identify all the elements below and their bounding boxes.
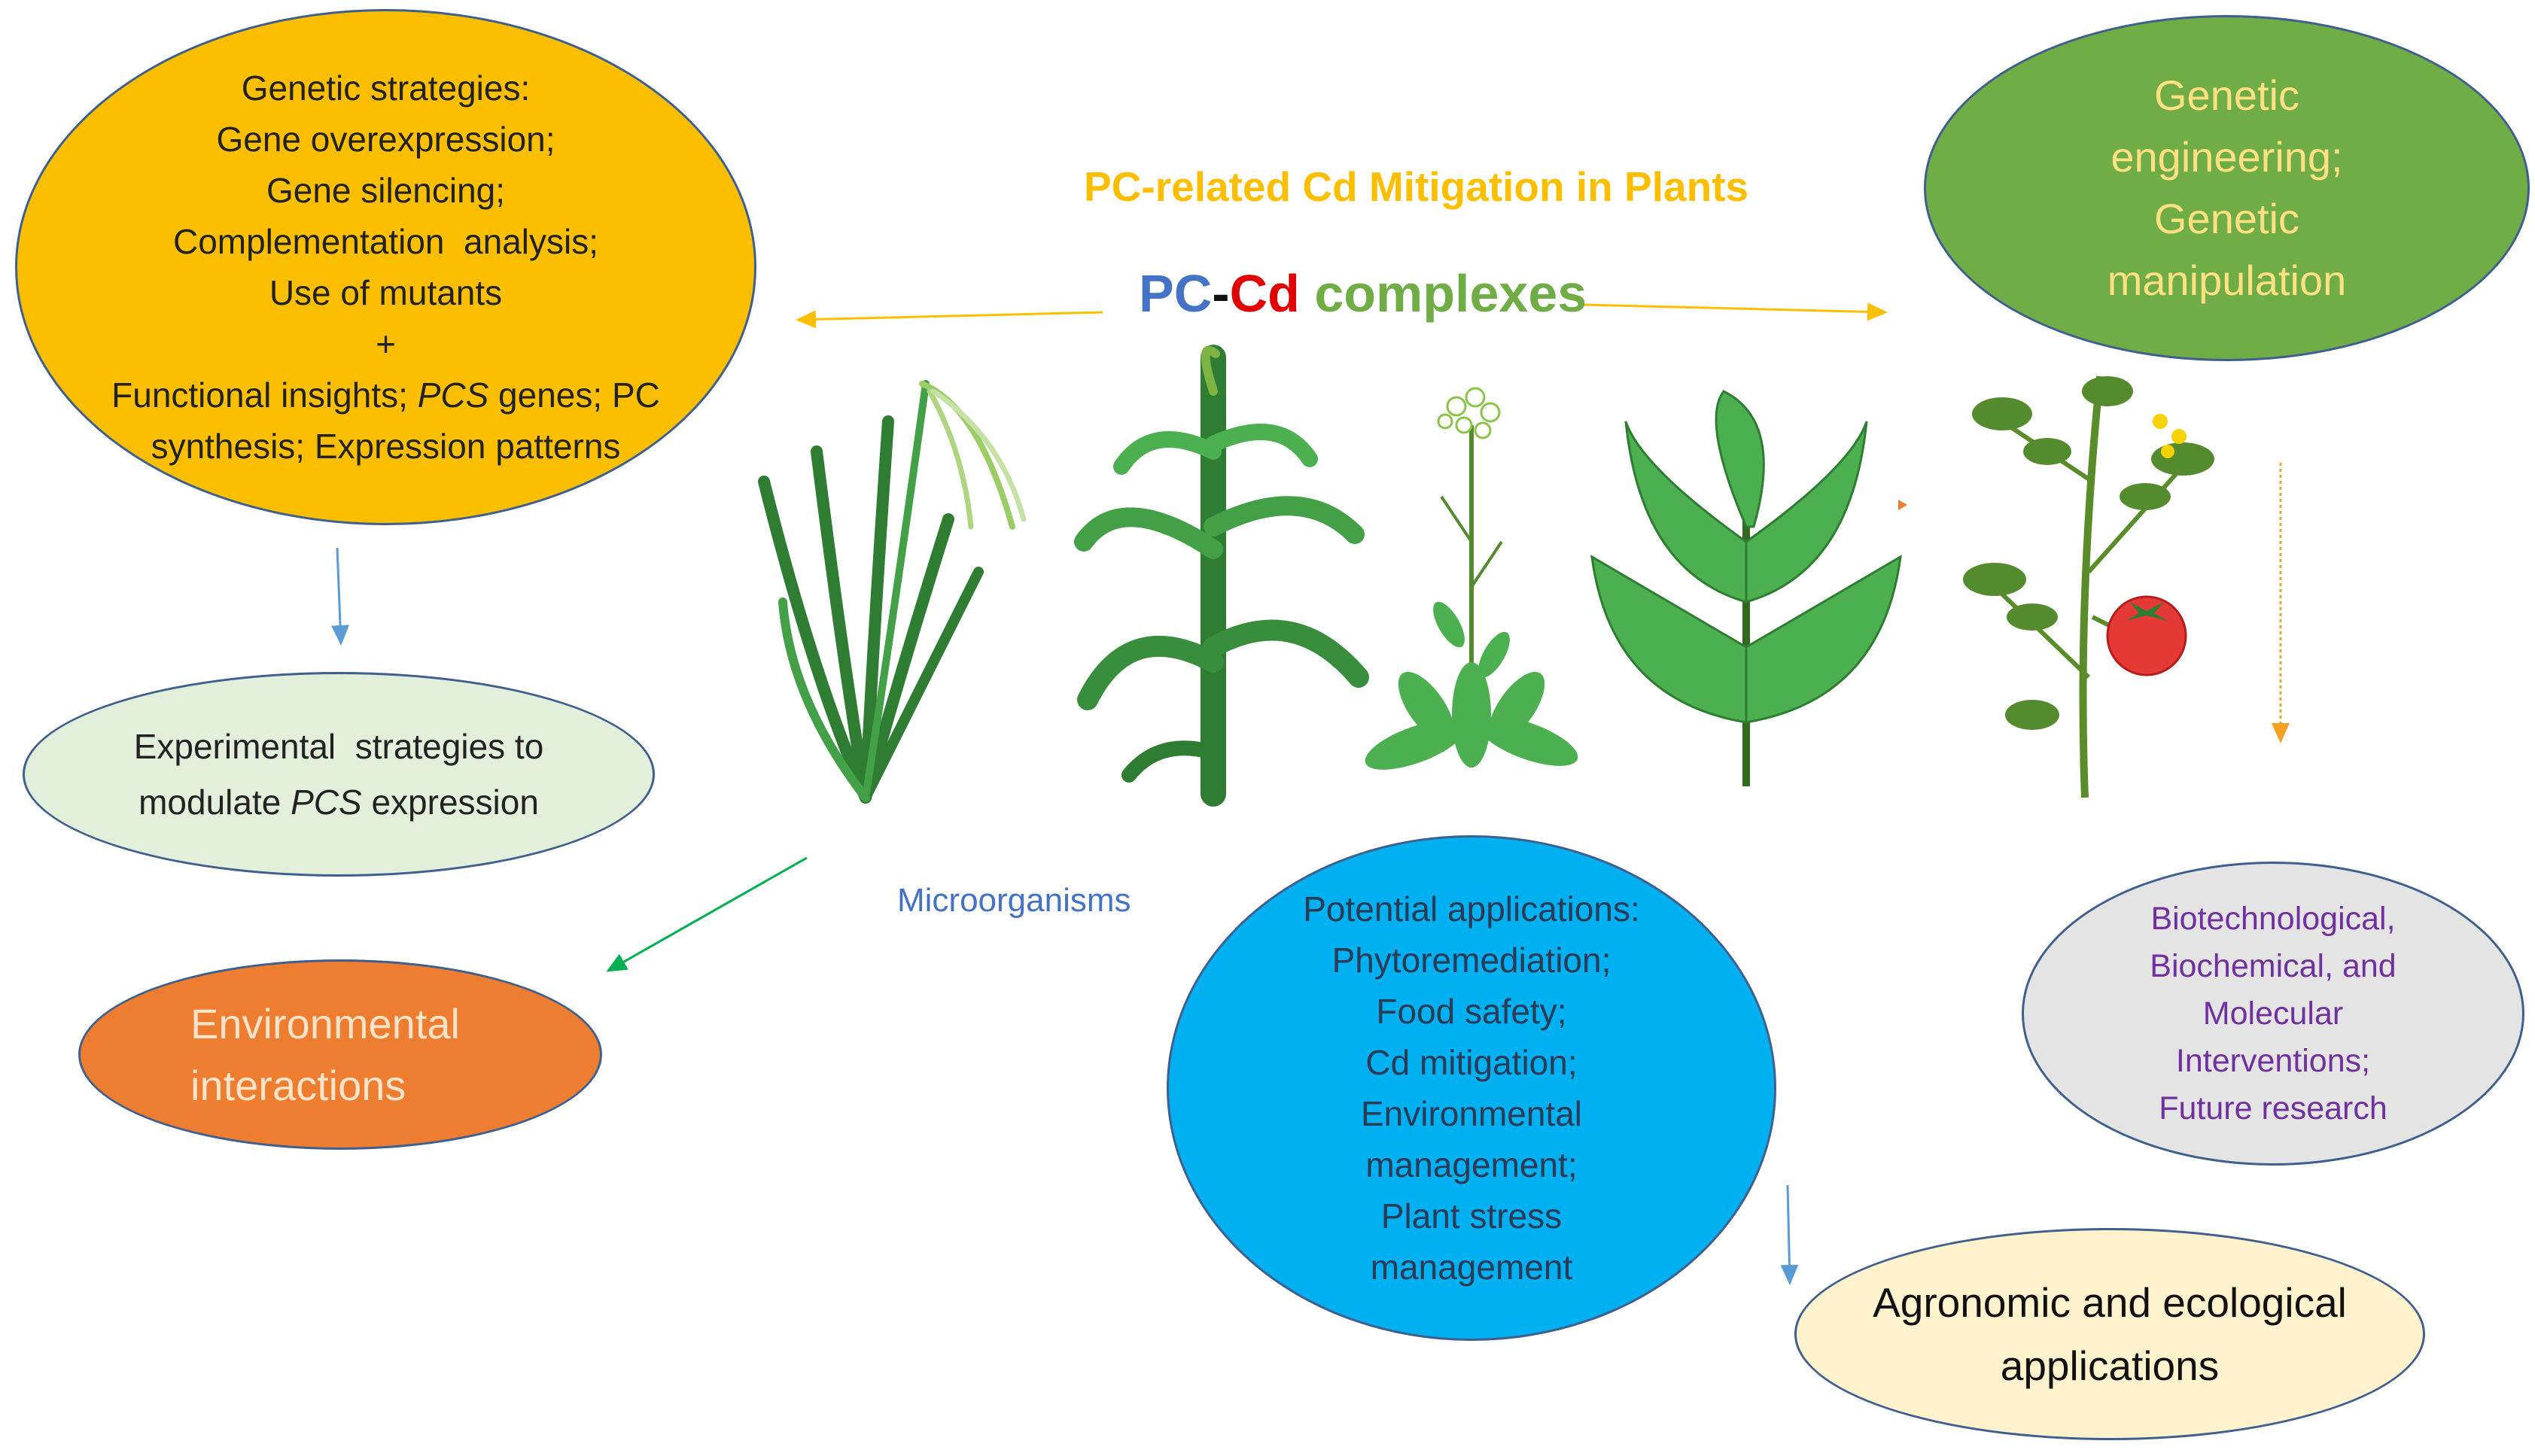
pot-line-6: management;: [1365, 1145, 1578, 1184]
arabidopsis-plant-icon: [1365, 387, 1578, 770]
microorganisms-label: Microorganisms: [897, 882, 1131, 919]
genetic-line-8: synthesis; Expression patterns: [151, 427, 621, 466]
experimental-strategies-ellipse: Experimental strategies to modulate PCS …: [23, 672, 655, 877]
arrow-to-genetic-engineering: [1584, 302, 1888, 321]
genetic-line-7c: genes; PC: [488, 375, 660, 415]
bio-line-3: Molecular: [2202, 995, 2344, 1032]
genetic-strategies-ellipse: Genetic strategies: Gene overexpression;…: [15, 9, 756, 525]
pot-line-2: Phytoremediation;: [1331, 941, 1611, 980]
pot-line-1: Potential applications:: [1303, 889, 1640, 929]
pot-line-7: Plant stress: [1380, 1196, 1563, 1236]
eng-line-1: Genetic: [2153, 71, 2299, 119]
maize-plant-icon: [1074, 345, 1369, 807]
tomato-plant-icon: [1963, 375, 2214, 798]
genetic-line-1: Genetic strategies:: [241, 68, 531, 108]
pot-line-8: management: [1370, 1248, 1573, 1287]
env-line-1: Environmental: [190, 999, 460, 1047]
dash-text: -: [1212, 264, 1230, 323]
exp-line-2: modulate PCS expression: [138, 774, 539, 830]
pcs-italic: PCS: [417, 375, 489, 415]
genetic-line-5: Use of mutants: [269, 273, 503, 312]
env-line-2: interactions: [190, 1061, 406, 1109]
eng-line-2: engineering;: [2110, 133, 2343, 181]
agro-line-1: Agronomic and ecological: [1873, 1279, 2347, 1326]
agro-line-2: applications: [2000, 1342, 2220, 1389]
arrow-to-genetic-strategies: [796, 310, 1103, 329]
diagram-title: PC-related Cd Mitigation in Plants: [1084, 163, 1749, 210]
arrow-to-agronomic: [1780, 1184, 1799, 1285]
arrow-to-experimental: [331, 547, 350, 646]
exp-line-2c: expression: [361, 783, 539, 822]
genetic-line-2: Gene overexpression;: [216, 120, 555, 159]
genetic-line-3: Gene silencing;: [266, 171, 506, 210]
bio-line-4: Interventions;: [2175, 1042, 2371, 1079]
agronomic-applications-ellipse: Agronomic and ecological applications: [1794, 1228, 2425, 1440]
complexes-word: complexes: [1299, 264, 1587, 323]
bio-line-2: Biochemical, and: [2150, 947, 2397, 984]
pcs-italic-2: PCS: [291, 783, 362, 822]
pot-line-3: Food safety;: [1376, 992, 1567, 1031]
arrow-to-environmental: [606, 856, 808, 972]
eng-line-4: manipulation: [2107, 257, 2347, 304]
pc-text: PC: [1139, 264, 1213, 323]
bio-line-1: Biotechnological,: [2150, 900, 2396, 937]
genetic-engineering-ellipse: Genetic engineering; Genetic manipulatio…: [1924, 15, 2530, 361]
exp-line-1: Experimental strategies to: [133, 727, 544, 766]
biotech-interventions-ellipse: Biotechnological, Biochemical, and Molec…: [2022, 862, 2524, 1166]
bio-line-5: Future research: [2159, 1090, 2387, 1126]
rice-plant-icon: [758, 380, 1027, 804]
eng-line-3: Genetic: [2153, 195, 2299, 242]
genetic-line-6: +: [376, 324, 396, 363]
exp-line-2a: modulate: [138, 783, 291, 822]
pot-line-5: Environmental: [1360, 1094, 1583, 1133]
pot-line-4: Cd mitigation;: [1365, 1043, 1578, 1082]
potential-applications-ellipse: Potential applications: Phytoremediation…: [1167, 835, 1776, 1341]
small-orange-arrowhead: [1898, 500, 1907, 510]
genetic-line-4: Complementation analysis;: [172, 222, 599, 261]
cd-text: Cd: [1229, 264, 1300, 323]
genetic-line-7a: Functional insights;: [111, 375, 418, 415]
genetic-line-7: Functional insights; PCS genes; PC: [111, 369, 660, 421]
environmental-interactions-ellipse: Environmental interactions: [78, 959, 602, 1150]
tobacco-plant-icon: [1590, 390, 1902, 786]
pc-cd-complexes-label: PC-Cd complexes: [1139, 263, 1587, 324]
